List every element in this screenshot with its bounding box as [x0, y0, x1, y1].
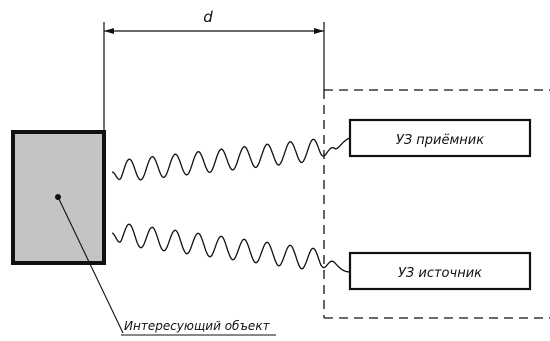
receiver-label: УЗ приёмник — [396, 133, 484, 148]
object-of-interest: Интересующий объект — [11, 130, 276, 336]
dimension-arrow-left — [104, 28, 114, 34]
source-box: УЗ источник — [348, 251, 532, 291]
emitted-wave — [111, 223, 351, 273]
object-label: Интересующий объект — [124, 319, 271, 333]
source-frame — [348, 251, 532, 291]
receiver-box: УЗ приёмник — [348, 118, 532, 158]
source-label: УЗ источник — [398, 266, 482, 281]
object-leader-line — [57, 196, 124, 334]
receiver-frame — [348, 118, 532, 158]
dimension-arrow-right — [314, 28, 324, 34]
dimension-label: d — [203, 8, 213, 26]
sensor-enclosure — [323, 89, 550, 319]
reflected-wave — [111, 137, 351, 181]
dimension-d: d — [103, 8, 325, 132]
